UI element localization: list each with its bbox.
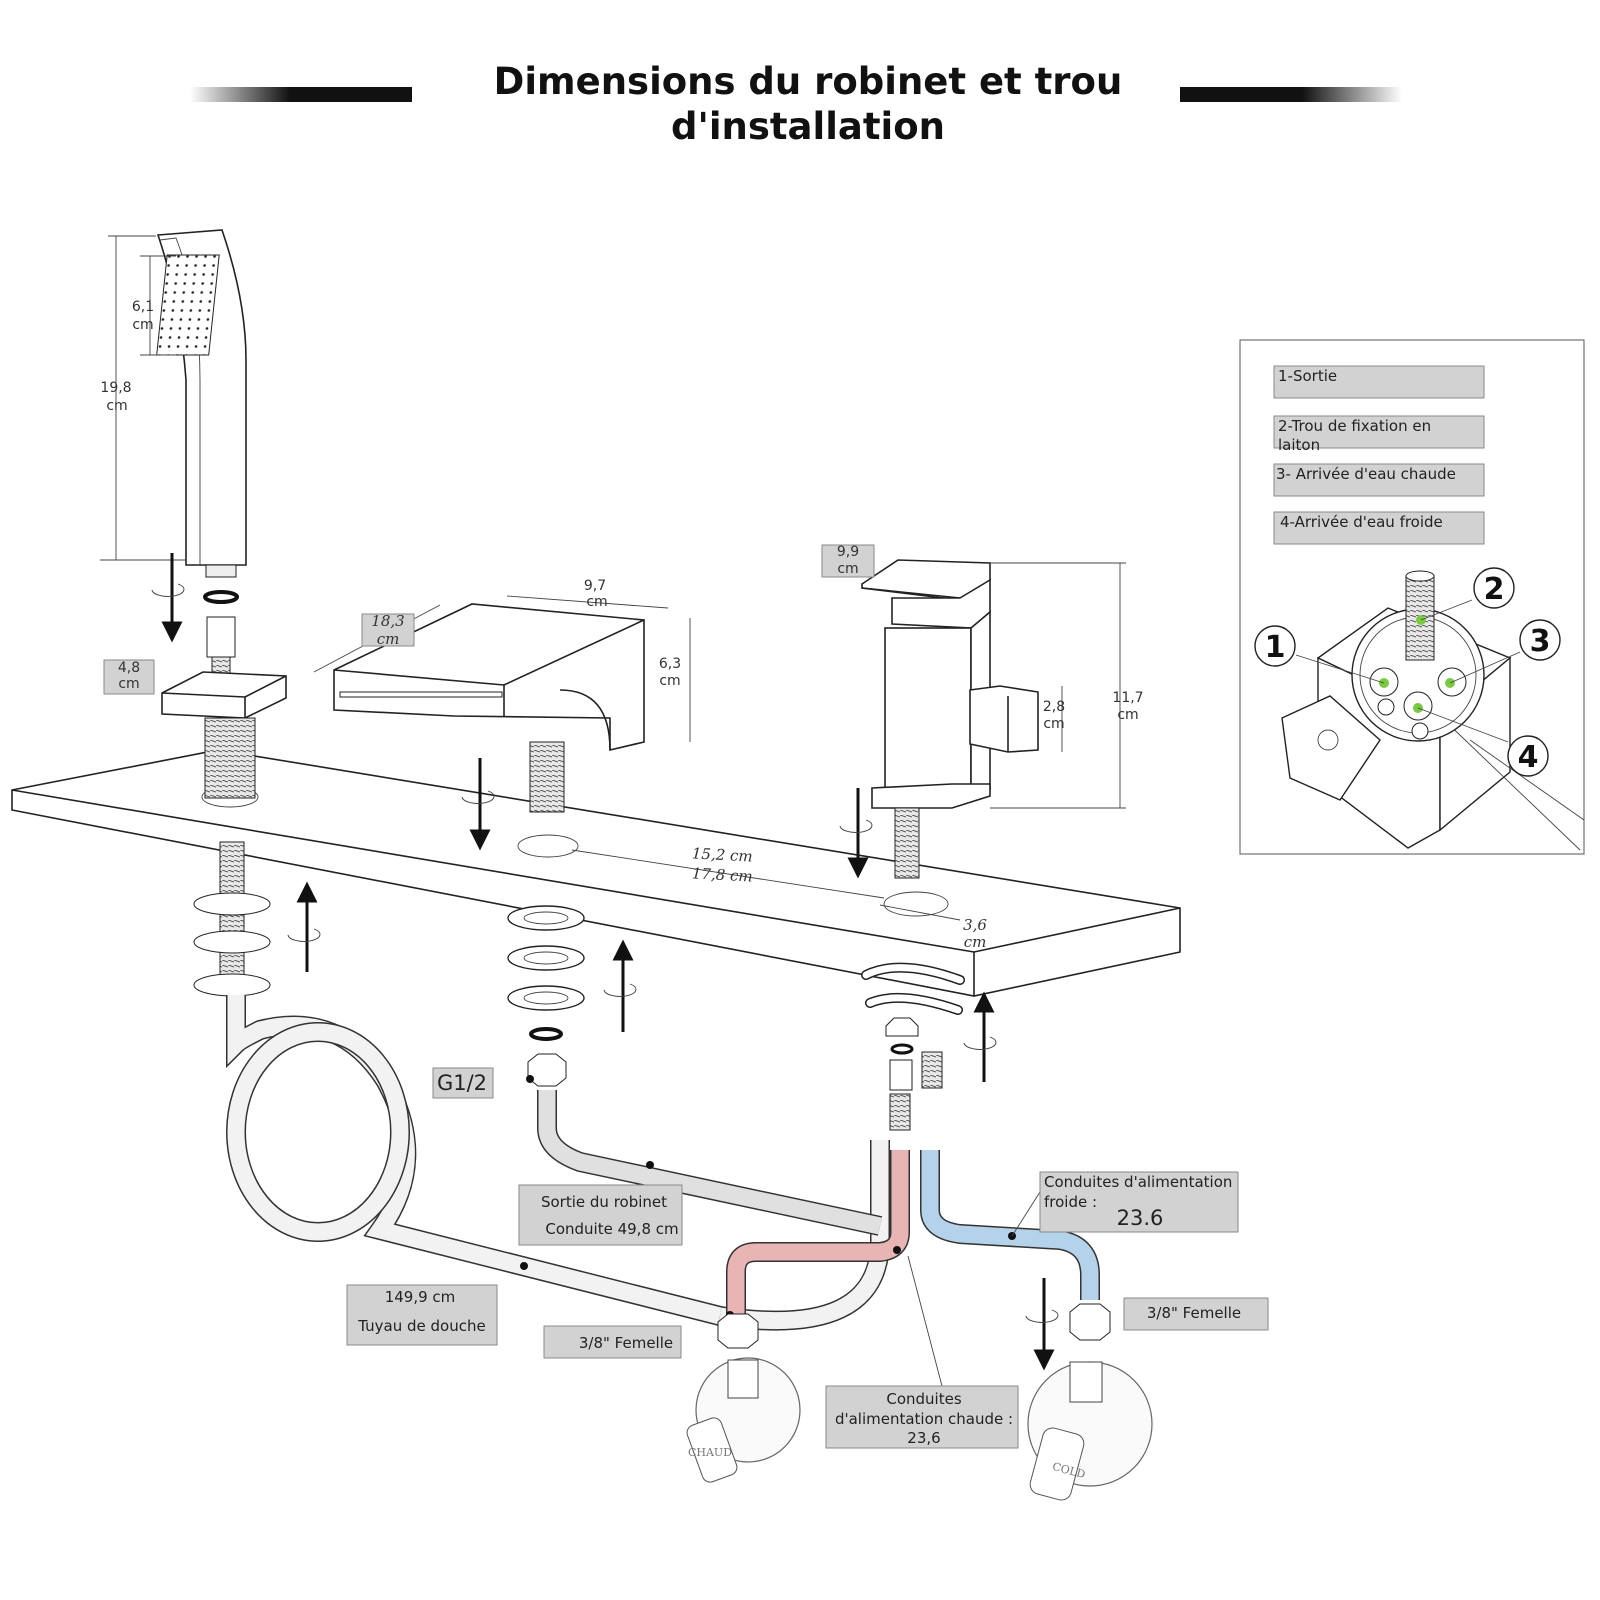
dim-head-width: 6,1 bbox=[132, 299, 154, 315]
legend-item-1: 1-Sortie bbox=[1278, 367, 1337, 385]
dim-spout-width: 9,7 bbox=[584, 578, 606, 594]
dim-spout-height: 6,3 bbox=[659, 656, 681, 672]
label-outlet-1: Sortie du robinet bbox=[541, 1193, 667, 1211]
legend-item-2: 2-Trou de fixation en bbox=[1278, 417, 1431, 435]
spray-face bbox=[156, 254, 220, 356]
o-ring bbox=[203, 590, 239, 604]
dim-spacing-a: 15,2 cm bbox=[691, 844, 753, 865]
hot-angle-valve: CHAUD bbox=[686, 1313, 801, 1483]
marker-4: 4 bbox=[1518, 740, 1539, 775]
valve-hot-label: CHAUD bbox=[688, 1446, 732, 1459]
label-hot-2: d'alimentation chaude : bbox=[835, 1410, 1013, 1428]
dim-head-width-unit: cm bbox=[132, 317, 153, 333]
label-femelle-right: 3/8" Femelle bbox=[1147, 1304, 1241, 1322]
marker-2: 2 bbox=[1484, 572, 1505, 607]
legend-item-4: 4-Arrivée d'eau froide bbox=[1280, 513, 1443, 531]
hole-spout bbox=[517, 834, 579, 858]
dim-lever: 9,9 bbox=[837, 544, 859, 560]
title-bar-right bbox=[1180, 87, 1402, 102]
countertop bbox=[11, 749, 1181, 997]
dim-knob: 2,8 bbox=[1043, 699, 1065, 715]
dim-knob-unit: cm bbox=[1043, 716, 1064, 732]
dim-shower-height-unit: cm bbox=[106, 398, 127, 414]
hoses bbox=[226, 995, 1100, 1331]
legend-item-3: 3- Arrivée d'eau chaude bbox=[1276, 465, 1456, 483]
label-hot-value: 23,6 bbox=[907, 1429, 940, 1447]
dim-spout-height-unit: cm bbox=[659, 673, 680, 689]
hand-shower bbox=[156, 229, 247, 698]
label-g12: G1/2 bbox=[437, 1071, 487, 1095]
legend-item-2b: laiton bbox=[1278, 436, 1320, 454]
install-arrows bbox=[151, 553, 1059, 1371]
label-hose-1: 149,9 cm bbox=[385, 1288, 456, 1306]
dim-shower-height: 19,8 bbox=[100, 380, 131, 396]
dim-spout-depth: 18,3 bbox=[371, 612, 404, 630]
marker-3: 3 bbox=[1530, 624, 1551, 659]
shower-washers bbox=[193, 841, 271, 997]
label-cold-value: 23.6 bbox=[1117, 1206, 1164, 1230]
shower-base bbox=[161, 671, 287, 799]
title-line-2: d'installation bbox=[671, 105, 945, 148]
dim-spout-width-unit: cm bbox=[586, 594, 607, 610]
cold-angle-valve: COLD bbox=[1027, 1303, 1153, 1501]
dim-spacing-b: 17,8 cm bbox=[691, 864, 753, 885]
label-cold-1: Conduites d'alimentation bbox=[1044, 1173, 1232, 1191]
dim-base-width-unit: cm bbox=[118, 676, 139, 692]
label-outlet-2: Conduite 49,8 cm bbox=[545, 1220, 678, 1238]
label-hose-2: Tuyau de douche bbox=[357, 1317, 485, 1335]
marker-1: 1 bbox=[1265, 630, 1286, 665]
dim-mixer-height: 11,7 bbox=[1112, 690, 1143, 706]
title-line-1: Dimensions du robinet et trou bbox=[494, 60, 1123, 103]
dim-spout-depth-unit: cm bbox=[377, 630, 400, 648]
label-hot-1: Conduites bbox=[886, 1390, 961, 1408]
spout-washers bbox=[507, 905, 585, 1087]
dim-hole: 3,6 bbox=[963, 916, 987, 934]
dim-hole-unit: cm bbox=[964, 933, 987, 951]
dim-lever-unit: cm bbox=[837, 561, 858, 577]
label-cold-2: froide : bbox=[1044, 1193, 1097, 1211]
hole-mixer bbox=[883, 891, 949, 917]
mixer-washers bbox=[861, 962, 965, 1131]
title-bar-left bbox=[190, 87, 412, 102]
mixer-valve bbox=[861, 559, 1039, 879]
legend-inset: 1-Sortie 2-Trou de fixation en laiton 3-… bbox=[1239, 339, 1585, 855]
dim-base-width: 4,8 bbox=[118, 660, 140, 676]
label-femelle-left: 3/8" Femelle bbox=[579, 1334, 673, 1352]
dim-mixer-height-unit: cm bbox=[1117, 707, 1138, 723]
